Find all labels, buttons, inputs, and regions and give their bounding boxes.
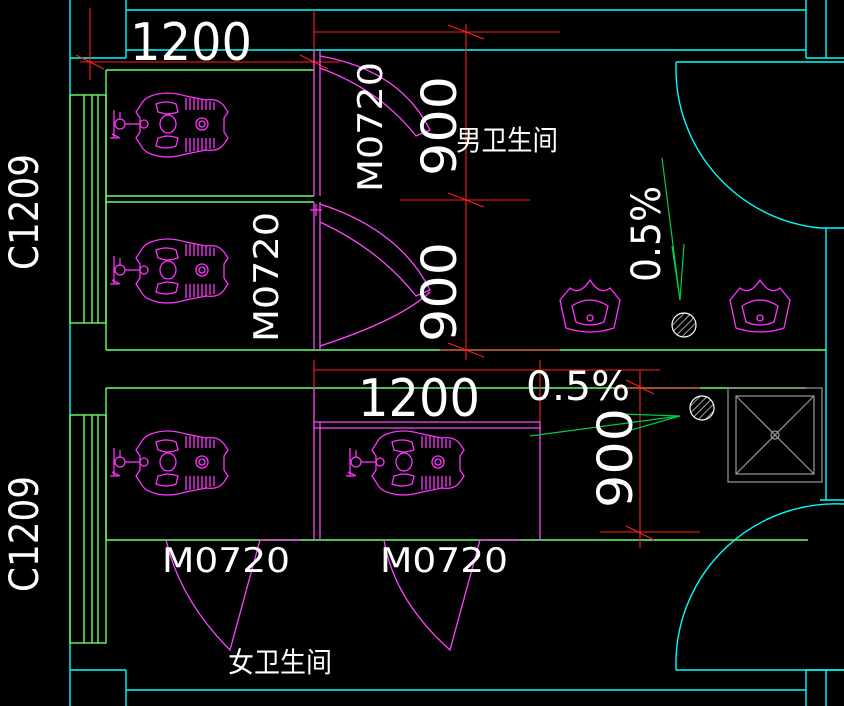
door-label-1: M0720 (351, 62, 391, 192)
dim-mid: 1200 (358, 369, 480, 429)
stall-doors (165, 50, 541, 652)
slope-arrow-1 (661, 157, 685, 301)
window-label-1: C1209 (2, 154, 48, 270)
dim-900-b: 900 (412, 242, 468, 342)
squat-toilet-2 (109, 238, 229, 304)
floor-drain-2 (689, 395, 715, 421)
slope-label-2: 0.5% (526, 364, 630, 410)
shower-tray (727, 387, 823, 483)
squat-toilet-3 (109, 430, 229, 496)
slope-arrow-2 (529, 413, 681, 437)
window-label-2: C1209 (2, 476, 48, 592)
dimension-lines (75, 8, 700, 548)
slope-label-1: 0.5% (624, 186, 670, 282)
squat-toilet-1 (109, 92, 229, 158)
room-label-men: 男卫生间 (456, 124, 558, 157)
door-label-2: M0720 (247, 212, 287, 342)
door-label-3: M0720 (162, 541, 290, 581)
door-label-4: M0720 (380, 541, 508, 581)
dim-900-a: 900 (412, 76, 468, 176)
washbasin-1 (559, 279, 621, 333)
dim-900-c: 900 (588, 408, 644, 508)
washbasin-2 (729, 279, 791, 333)
squat-toilet-4 (345, 430, 465, 496)
dim-top: 1200 (130, 13, 252, 73)
room-label-women: 女卫生间 (228, 646, 332, 679)
floor-drain-1 (671, 312, 697, 338)
